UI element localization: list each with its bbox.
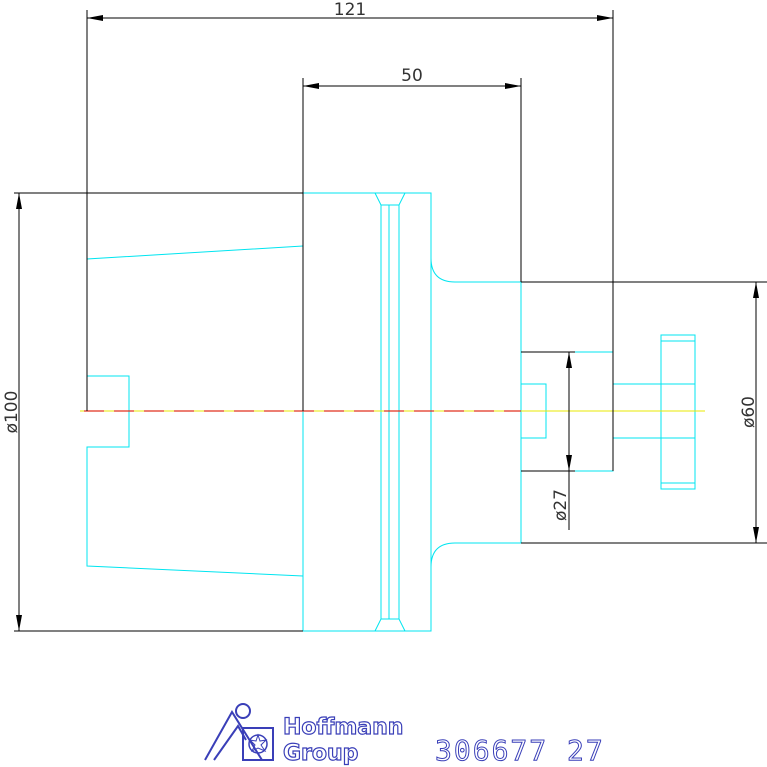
body-flange <box>302 192 432 632</box>
dimension-body-diameter: ø100 <box>2 192 303 632</box>
dimension-overall-length: 121 <box>86 0 614 471</box>
dim-label-100: ø100 <box>2 391 22 434</box>
logo-text-line2: Group <box>283 741 358 766</box>
logo-text-line1: Hoffmann <box>283 715 403 740</box>
shank <box>430 257 522 568</box>
dimension-bore-diameter: ø27 <box>521 351 575 530</box>
dim-label-27: ø27 <box>551 489 571 521</box>
hoffmann-group-logo-icon <box>204 703 274 761</box>
dim-label-50: 50 <box>401 66 423 86</box>
screw-head <box>660 334 696 490</box>
dim-label-121: 121 <box>334 0 366 20</box>
v-groove-bottom <box>374 618 406 632</box>
dimension-shank-length: 50 <box>302 66 522 411</box>
v-groove-top <box>374 192 406 206</box>
dimension-shank-diameter: ø60 <box>521 281 767 544</box>
part-number: 306677 27 <box>435 734 605 767</box>
dim-label-60: ø60 <box>739 396 759 428</box>
part-outline <box>86 192 696 632</box>
